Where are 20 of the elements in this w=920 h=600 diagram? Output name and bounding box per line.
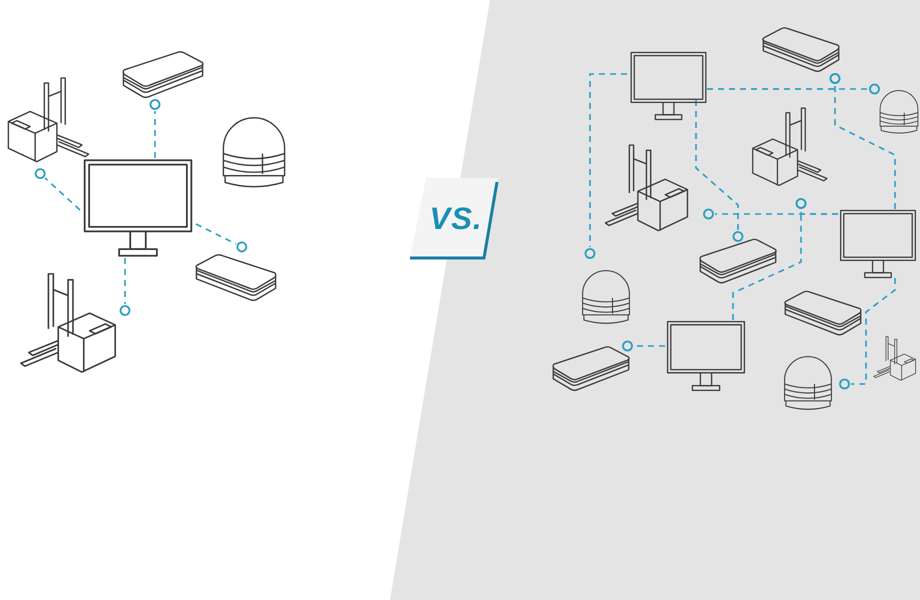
monitor-drawing bbox=[838, 209, 918, 279]
dashed-connector bbox=[120, 258, 130, 316]
dashed-connector bbox=[830, 73, 896, 209]
dashed-connector bbox=[196, 223, 248, 252]
mobile-robot-drawing bbox=[697, 238, 779, 285]
mobile-robot-drawing bbox=[760, 27, 842, 73]
monitor-drawing bbox=[665, 320, 747, 392]
mobile-robot-drawing bbox=[550, 345, 632, 393]
dashed-connector bbox=[839, 278, 896, 390]
vs-badge bbox=[410, 178, 498, 260]
dashed-connector bbox=[34, 168, 81, 211]
mobile-robot-drawing bbox=[782, 290, 864, 337]
dashed-connector bbox=[732, 198, 806, 320]
dashed-connector bbox=[622, 340, 665, 352]
dashed-connector bbox=[695, 100, 744, 242]
dashed-connector bbox=[584, 73, 627, 259]
mobile-robot-drawing bbox=[120, 50, 206, 100]
mobile-robot-drawing bbox=[193, 253, 279, 303]
vs-text: VS. bbox=[430, 201, 482, 237]
dashed-connector bbox=[150, 99, 160, 158]
